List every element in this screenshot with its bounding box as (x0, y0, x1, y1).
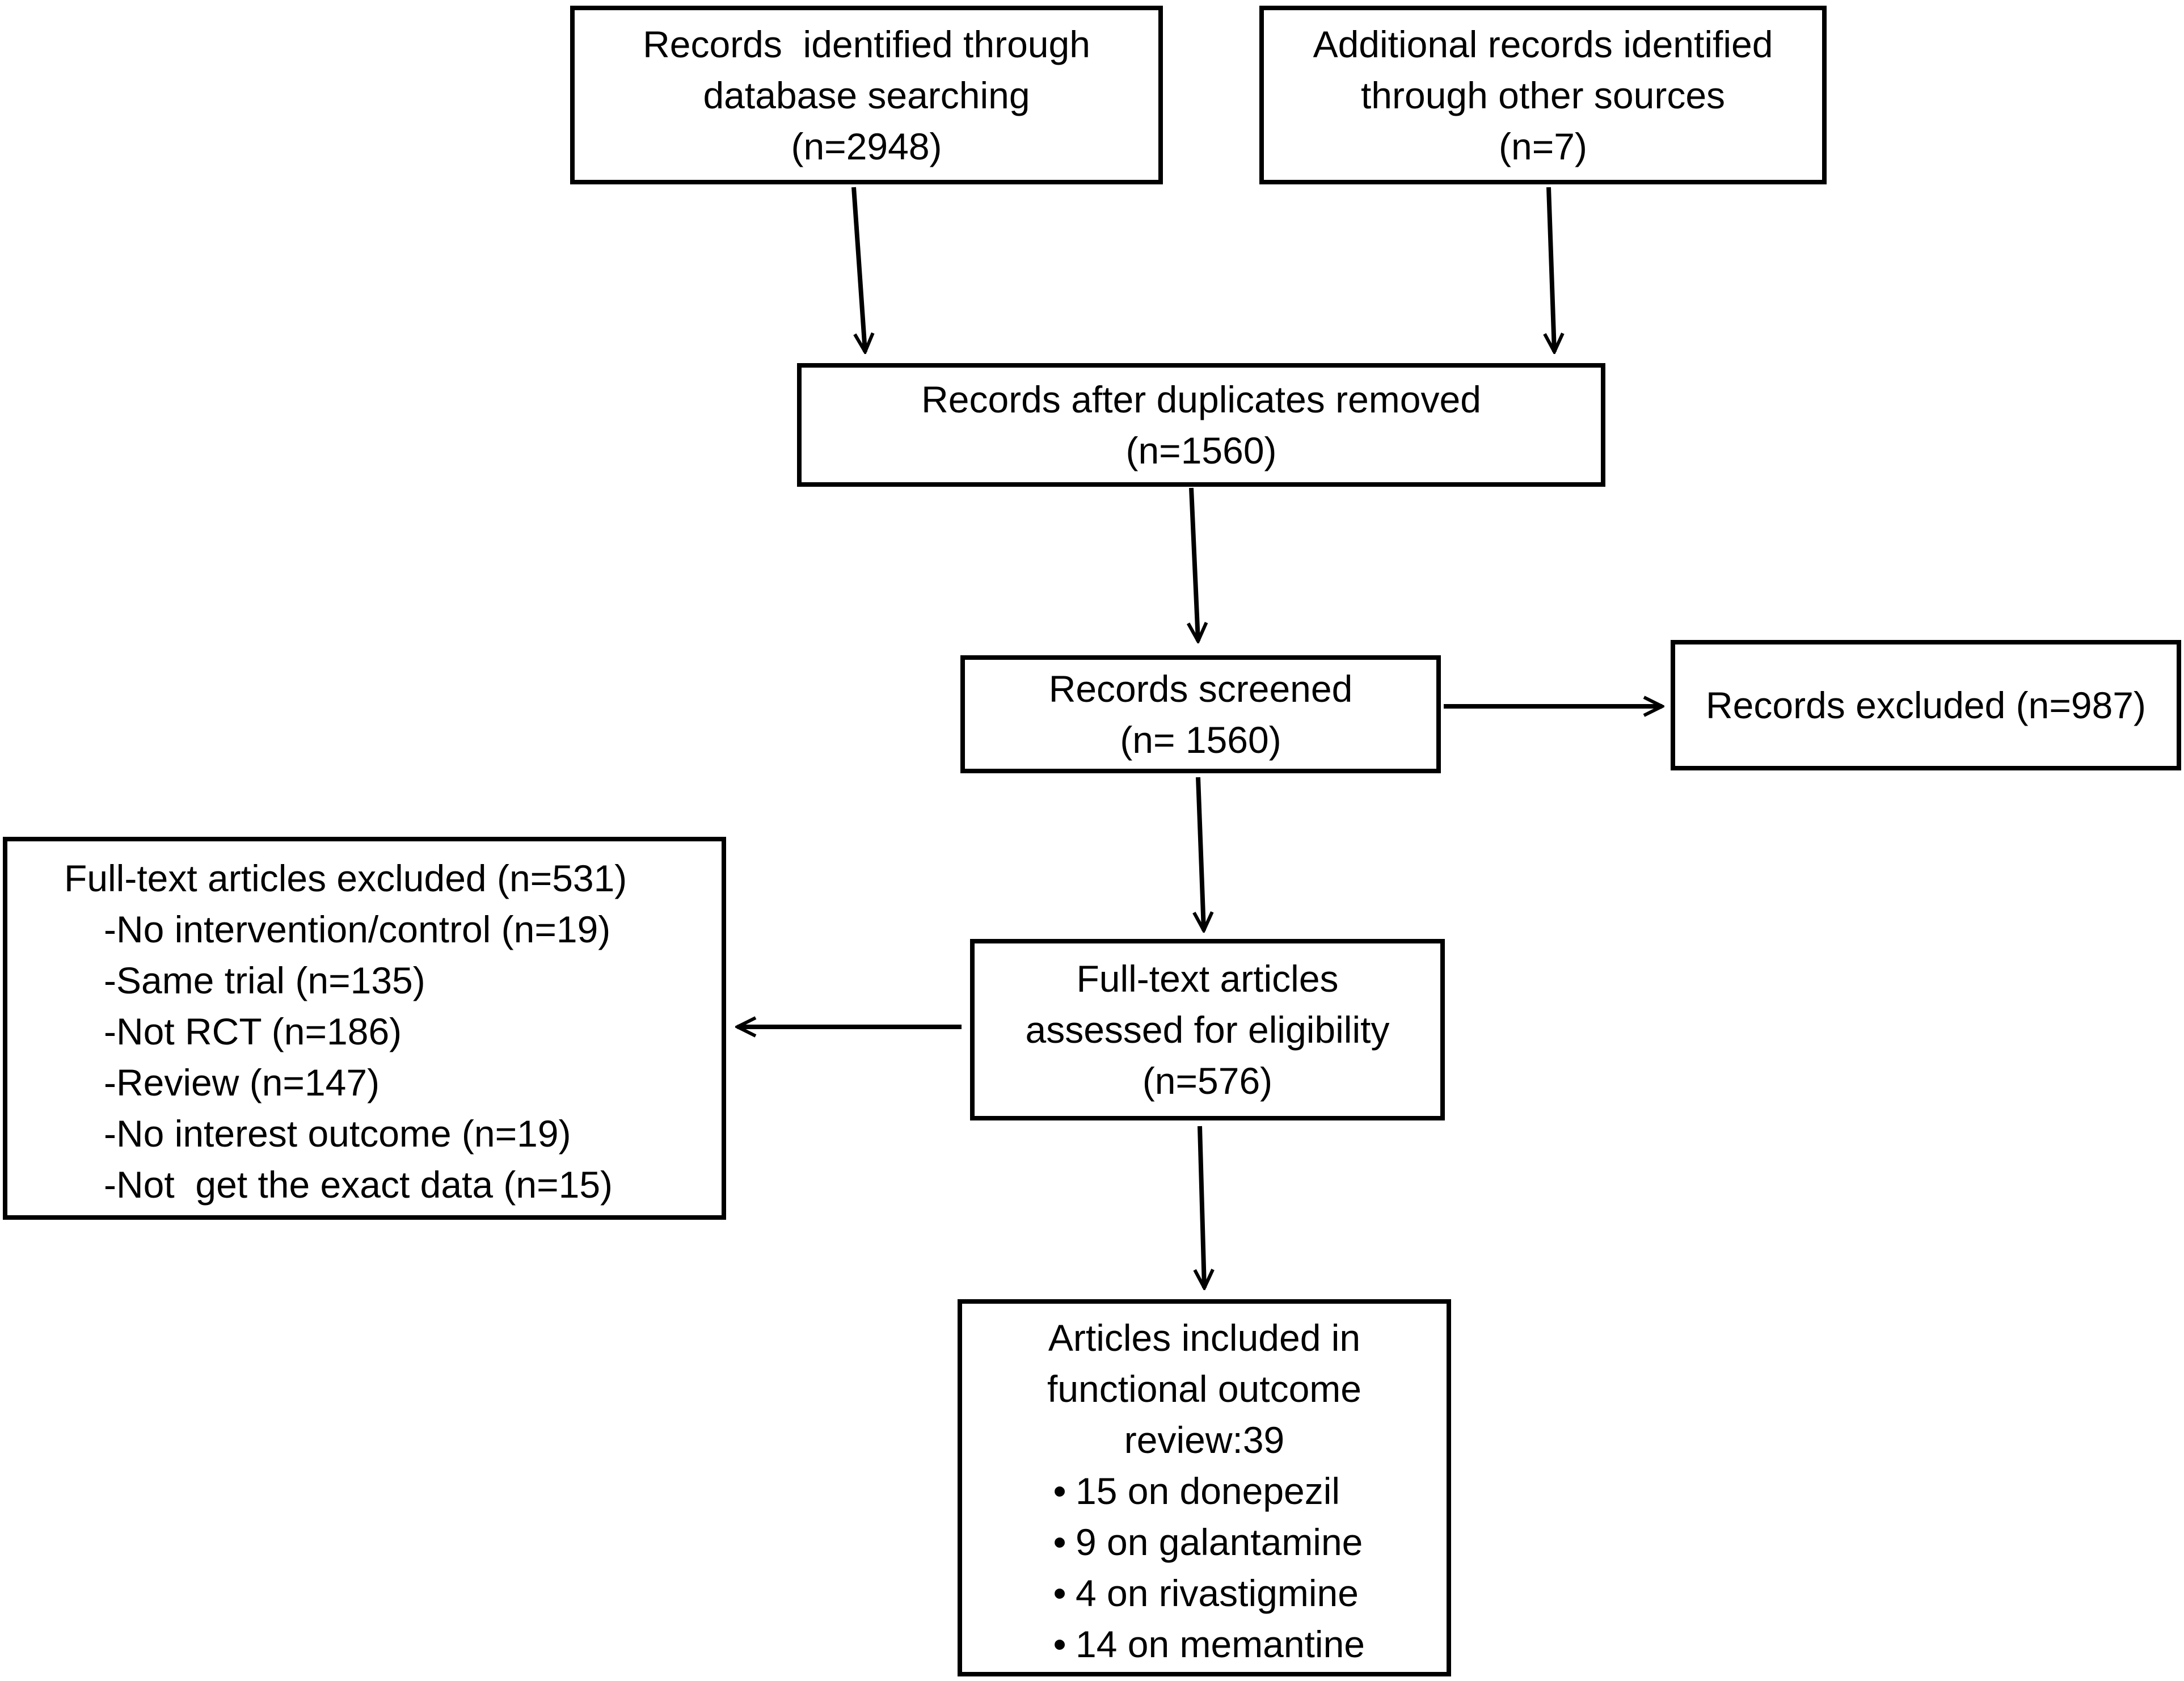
box-line: (n=7) (1499, 125, 1587, 167)
records-after-duplicates-box: Records after duplicates removed (n=1560… (797, 363, 1605, 487)
box-line: review:39 (1124, 1418, 1285, 1461)
records-excluded-box: Records excluded (n=987) (1671, 640, 2181, 770)
box-line: through other sources (1360, 74, 1726, 116)
box-line: Records excluded (n=987) (1706, 684, 2146, 726)
articles-included-box: Articles included in functional outcome … (958, 1299, 1451, 1676)
records-identified-database-box: Records identified through database sear… (570, 6, 1163, 184)
bullet-icon: • (1053, 1469, 1066, 1512)
included-drug-count: 15 on donepezil (1076, 1469, 1340, 1512)
fulltext-excluded-title: Full-text articles excluded (n=531) (64, 857, 627, 899)
box-line: Records identified through (643, 23, 1090, 65)
included-drug-count: 9 on galantamine (1076, 1520, 1363, 1563)
records-screened-box: Records screened (n= 1560) (960, 655, 1441, 773)
list-item: •14 on memantine (1044, 1619, 1365, 1670)
box-line: (n=576) (1142, 1060, 1273, 1102)
exclusion-reason: -No intervention/control (n=19) (104, 908, 611, 950)
box-line: Articles included in (1048, 1316, 1361, 1359)
bullet-icon: • (1053, 1520, 1066, 1563)
box-line: database searching (703, 74, 1030, 116)
bullet-icon: • (1053, 1572, 1066, 1614)
records-identified-other-sources-box: Additional records identified through ot… (1259, 6, 1827, 184)
box-line: Additional records identified (1313, 23, 1773, 65)
list-item: •9 on galantamine (1044, 1516, 1365, 1568)
box-line: Records screened (1048, 668, 1353, 710)
arrow-other-to-duplicates (1549, 187, 1554, 352)
exclusion-reason: -No interest outcome (n=19) (104, 1113, 571, 1155)
arrow-fulltext-to-included (1200, 1126, 1204, 1288)
exclusion-reason: -Not RCT (n=186) (104, 1010, 402, 1052)
fulltext-excluded-box: Full-text articles excluded (n=531) -No … (3, 837, 726, 1220)
box-line: Records after duplicates removed (921, 378, 1481, 420)
box-line: Full-text articles (1076, 958, 1339, 1000)
bullet-icon: • (1053, 1623, 1066, 1665)
list-item: •15 on donepezil (1044, 1465, 1365, 1516)
arrow-duplicates-to-screened (1191, 487, 1198, 641)
box-line: assessed for eligibility (1025, 1009, 1390, 1051)
included-drug-count: 14 on memantine (1076, 1623, 1365, 1665)
exclusion-reason: -Review (n=147) (104, 1061, 380, 1103)
box-line: (n=1560) (1125, 429, 1277, 471)
exclusion-reason: -Same trial (n=135) (104, 959, 425, 1001)
included-drug-list: •15 on donepezil •9 on galantamine •4 on… (1044, 1465, 1365, 1670)
box-line: functional outcome (1047, 1367, 1361, 1410)
fulltext-assessed-box: Full-text articles assessed for eligibil… (970, 939, 1445, 1120)
list-item: •4 on rivastigmine (1044, 1568, 1365, 1619)
exclusion-reason: -Not get the exact data (n=15) (104, 1164, 613, 1206)
box-line: (n=2948) (791, 125, 942, 167)
arrow-database-to-duplicates (851, 187, 865, 352)
arrow-screened-to-fulltext (1198, 777, 1204, 930)
box-line: (n= 1560) (1120, 719, 1281, 761)
included-drug-count: 4 on rivastigmine (1076, 1572, 1359, 1614)
